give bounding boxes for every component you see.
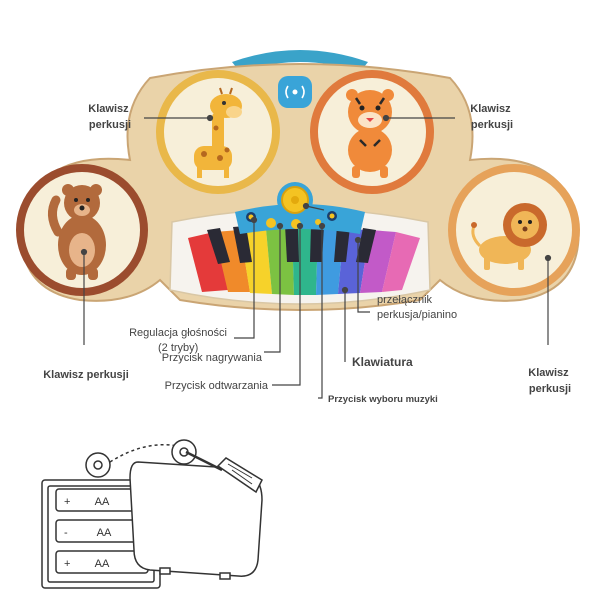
piano-black-key[interactable]	[207, 228, 230, 264]
callout-mode-switch: przełącznik perkusja/pianino	[377, 294, 457, 321]
svg-text:AA: AA	[97, 527, 112, 539]
callout-top-left: Klawisz perkusji	[88, 103, 131, 131]
piano-black-key[interactable]	[285, 225, 299, 262]
callout-right: Klawisz perkusji	[528, 367, 571, 395]
piano-black-key[interactable]	[334, 226, 350, 262]
callout-keyboard: Klawiatura	[352, 355, 413, 369]
volume-knob[interactable]	[281, 186, 309, 214]
mode-switch-button[interactable]	[327, 211, 337, 221]
callout-labels: Klawisz perkusji Klawisz perkusji Klawis…	[43, 103, 571, 405]
drum-pad-bear[interactable]	[16, 164, 148, 296]
drum-pad-giraffe[interactable]	[156, 70, 280, 194]
svg-text:+: +	[64, 558, 70, 570]
playback-button[interactable]	[266, 218, 276, 228]
piano-white-key[interactable]	[382, 232, 420, 292]
screwdriver-icon	[185, 450, 263, 494]
piano-keyboard[interactable]	[188, 225, 420, 295]
svg-text:-: -	[64, 527, 68, 539]
giraffe-icon	[194, 87, 242, 178]
svg-text:+: +	[64, 496, 70, 508]
tiger-icon	[346, 89, 394, 178]
piano-black-key[interactable]	[356, 228, 376, 263]
piano-black-key[interactable]	[233, 226, 252, 263]
callout-top-right: Klawisz perkusji	[470, 103, 513, 131]
bear-icon	[48, 184, 106, 280]
drum-pad-lion[interactable]	[448, 164, 580, 296]
battery-icon: + AA -	[55, 488, 149, 512]
piano-black-key[interactable]	[310, 225, 324, 262]
svg-text:AA: AA	[95, 558, 110, 570]
indicator-light	[315, 219, 321, 225]
callout-volume: Regulacja głośności (2 tryby)	[129, 327, 230, 354]
lion-icon	[471, 203, 547, 270]
callout-playback: Przycisk odtwarzania	[165, 380, 269, 392]
piano-white-key[interactable]	[188, 232, 228, 292]
callout-music-select: Przycisk wyboru muzyki	[328, 394, 438, 405]
callout-left: Klawisz perkusji	[43, 369, 129, 381]
callout-lines	[80, 114, 552, 399]
speaker-icon	[278, 76, 312, 108]
callout-record: Przycisk nagrywania	[162, 352, 263, 364]
drum-pad-tiger[interactable]	[310, 70, 434, 194]
battery-diagram: + AA - - AA + + AA -	[41, 439, 263, 589]
svg-text:AA: AA	[95, 496, 110, 508]
control-panel	[235, 182, 365, 234]
